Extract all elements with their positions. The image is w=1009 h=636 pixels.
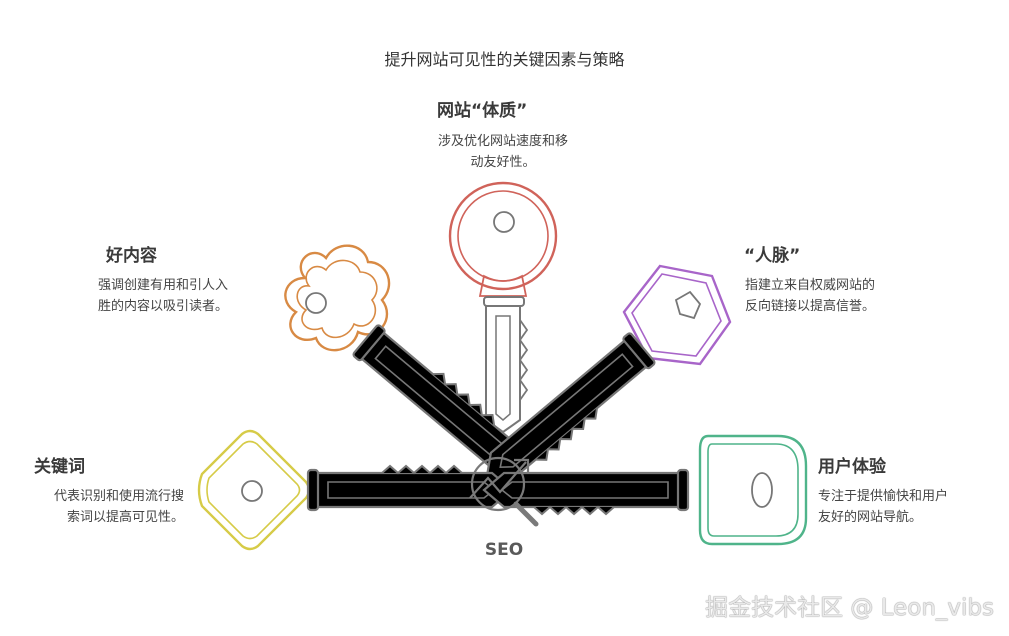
desc-line: 友好的网站导航。 — [818, 510, 923, 525]
desc-line: 反向链接以提高信誉。 — [745, 299, 876, 314]
desc-line: 胜的内容以吸引读者。 — [98, 299, 229, 314]
factor-desc-keywords: 代表识别和使用流行搜 索词以提高可见性。 — [20, 486, 184, 528]
factor-heading-ux: 用户体验 — [818, 457, 886, 477]
desc-line: 涉及优化网站速度和移 — [437, 134, 568, 149]
factor-heading-backlinks: “人脉” — [744, 246, 801, 266]
factor-heading-keywords: 关键词 — [34, 457, 85, 477]
desc-line: 专注于提供愉快和用户 — [818, 489, 949, 504]
key-icon-backlinks — [472, 264, 732, 499]
seo-chart-magnifier-icon — [469, 456, 539, 527]
factor-desc-backlinks: 指建立来自权威网站的 反向链接以提高信誉。 — [745, 275, 875, 317]
factor-heading-site-health: 网站“体质” — [437, 101, 528, 121]
factor-desc-ux: 专注于提供愉快和用户 友好的网站导航。 — [818, 486, 948, 528]
key-icon-keywords — [197, 429, 514, 551]
page-title: 提升网站可见性的关键因素与策略 — [384, 50, 625, 69]
factor-desc-content: 强调创建有用和引人入 胜的内容以吸引读者。 — [98, 275, 228, 317]
watermark: 掘金技术社区 @ Leon_vibs — [705, 595, 994, 621]
key-icon-content — [284, 244, 539, 488]
desc-line: 强调创建有用和引人入 — [98, 278, 229, 293]
factor-heading-content: 好内容 — [106, 246, 157, 266]
factor-desc-site-health: 涉及优化网站速度和移 动友好性。 — [423, 131, 583, 173]
seo-label: SEO — [484, 540, 524, 560]
desc-line: 动友好性。 — [470, 155, 536, 170]
key-icon-ux — [482, 434, 808, 546]
desc-line: 指建立来自权威网站的 — [745, 278, 876, 293]
desc-line: 代表识别和使用流行搜 — [53, 489, 184, 504]
desc-line: 索词以提高可见性。 — [66, 510, 184, 525]
